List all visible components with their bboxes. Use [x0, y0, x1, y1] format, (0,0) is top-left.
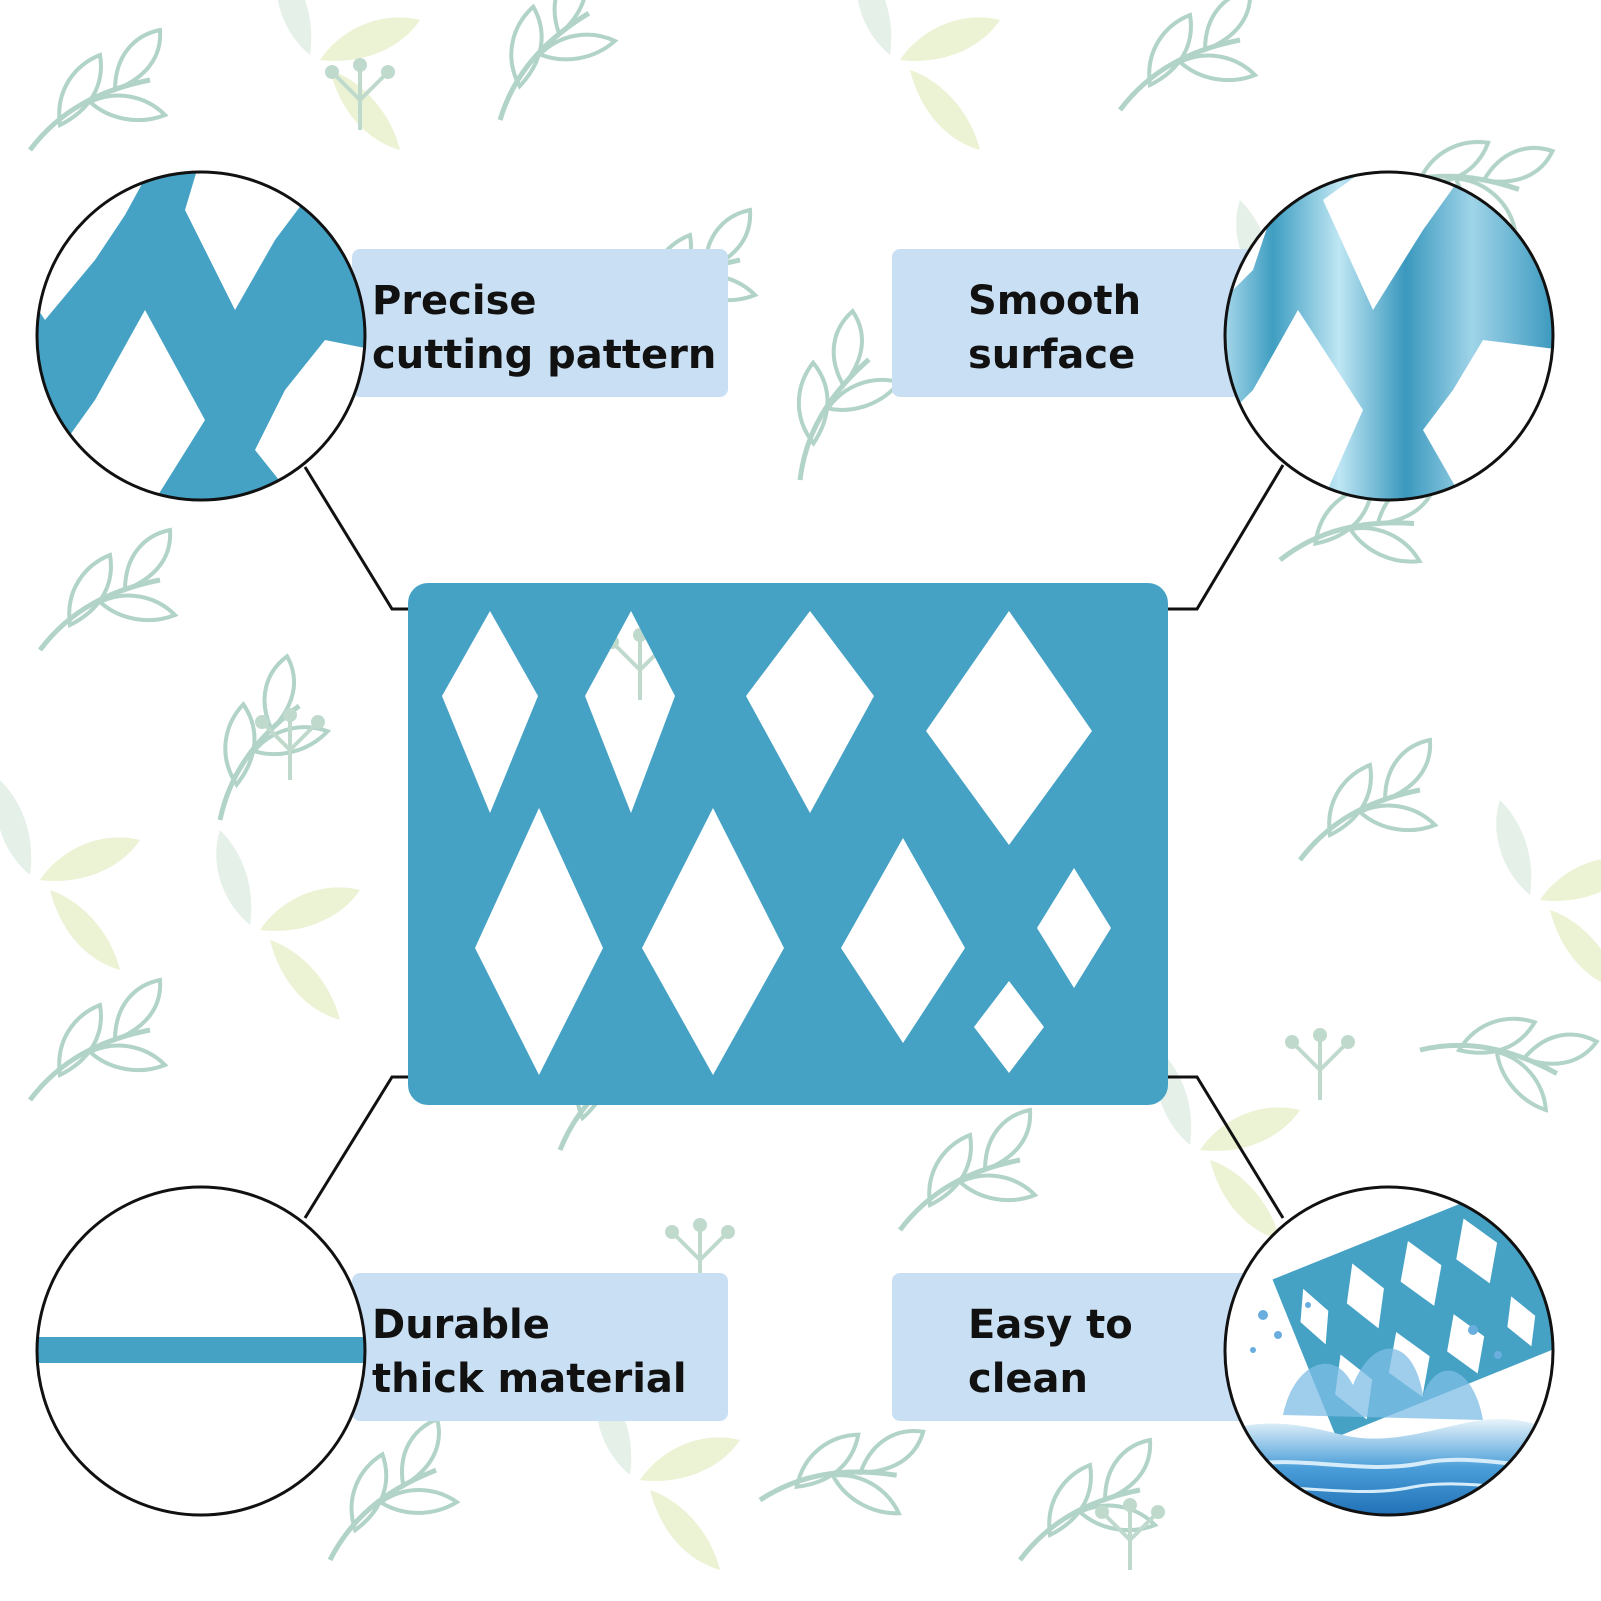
feature-label-clean: Easy to clean [968, 1298, 1133, 1406]
feature-label-line1: Durable [372, 1302, 550, 1348]
precise-cutting-closeup [35, 170, 367, 502]
connector-bottom-left [303, 1075, 410, 1219]
label-box-clean [892, 1273, 1268, 1421]
label-box-smooth [892, 249, 1268, 397]
feature-label-line2: cutting pattern [372, 332, 717, 378]
easy-clean-closeup [1223, 1185, 1555, 1517]
smooth-surface-closeup [1223, 170, 1555, 502]
connector-top-left [303, 466, 410, 611]
diamond-stencil [408, 583, 1168, 1105]
feature-label-line1: Smooth [968, 278, 1142, 324]
feature-label-line2: clean [968, 1356, 1089, 1402]
feature-label-line2: surface [968, 332, 1136, 378]
label-box-precise [352, 249, 728, 397]
feature-label-line1: Precise [372, 278, 537, 324]
label-box-durable [352, 1273, 728, 1421]
feature-label-line2: thick material [372, 1356, 687, 1402]
connector-bottom-right [1168, 1075, 1285, 1219]
connector-top-right [1168, 464, 1285, 611]
feature-label-precise: Precise cutting pattern [372, 274, 716, 382]
feature-label-smooth: Smooth surface [968, 274, 1141, 382]
durable-material-closeup [35, 1185, 367, 1517]
thickness-cross-section-icon [37, 1337, 365, 1363]
mini-stencil-icon [1272, 1187, 1553, 1438]
feature-label-durable: Durable thick material [372, 1298, 687, 1406]
feature-label-line1: Easy to [968, 1302, 1133, 1348]
